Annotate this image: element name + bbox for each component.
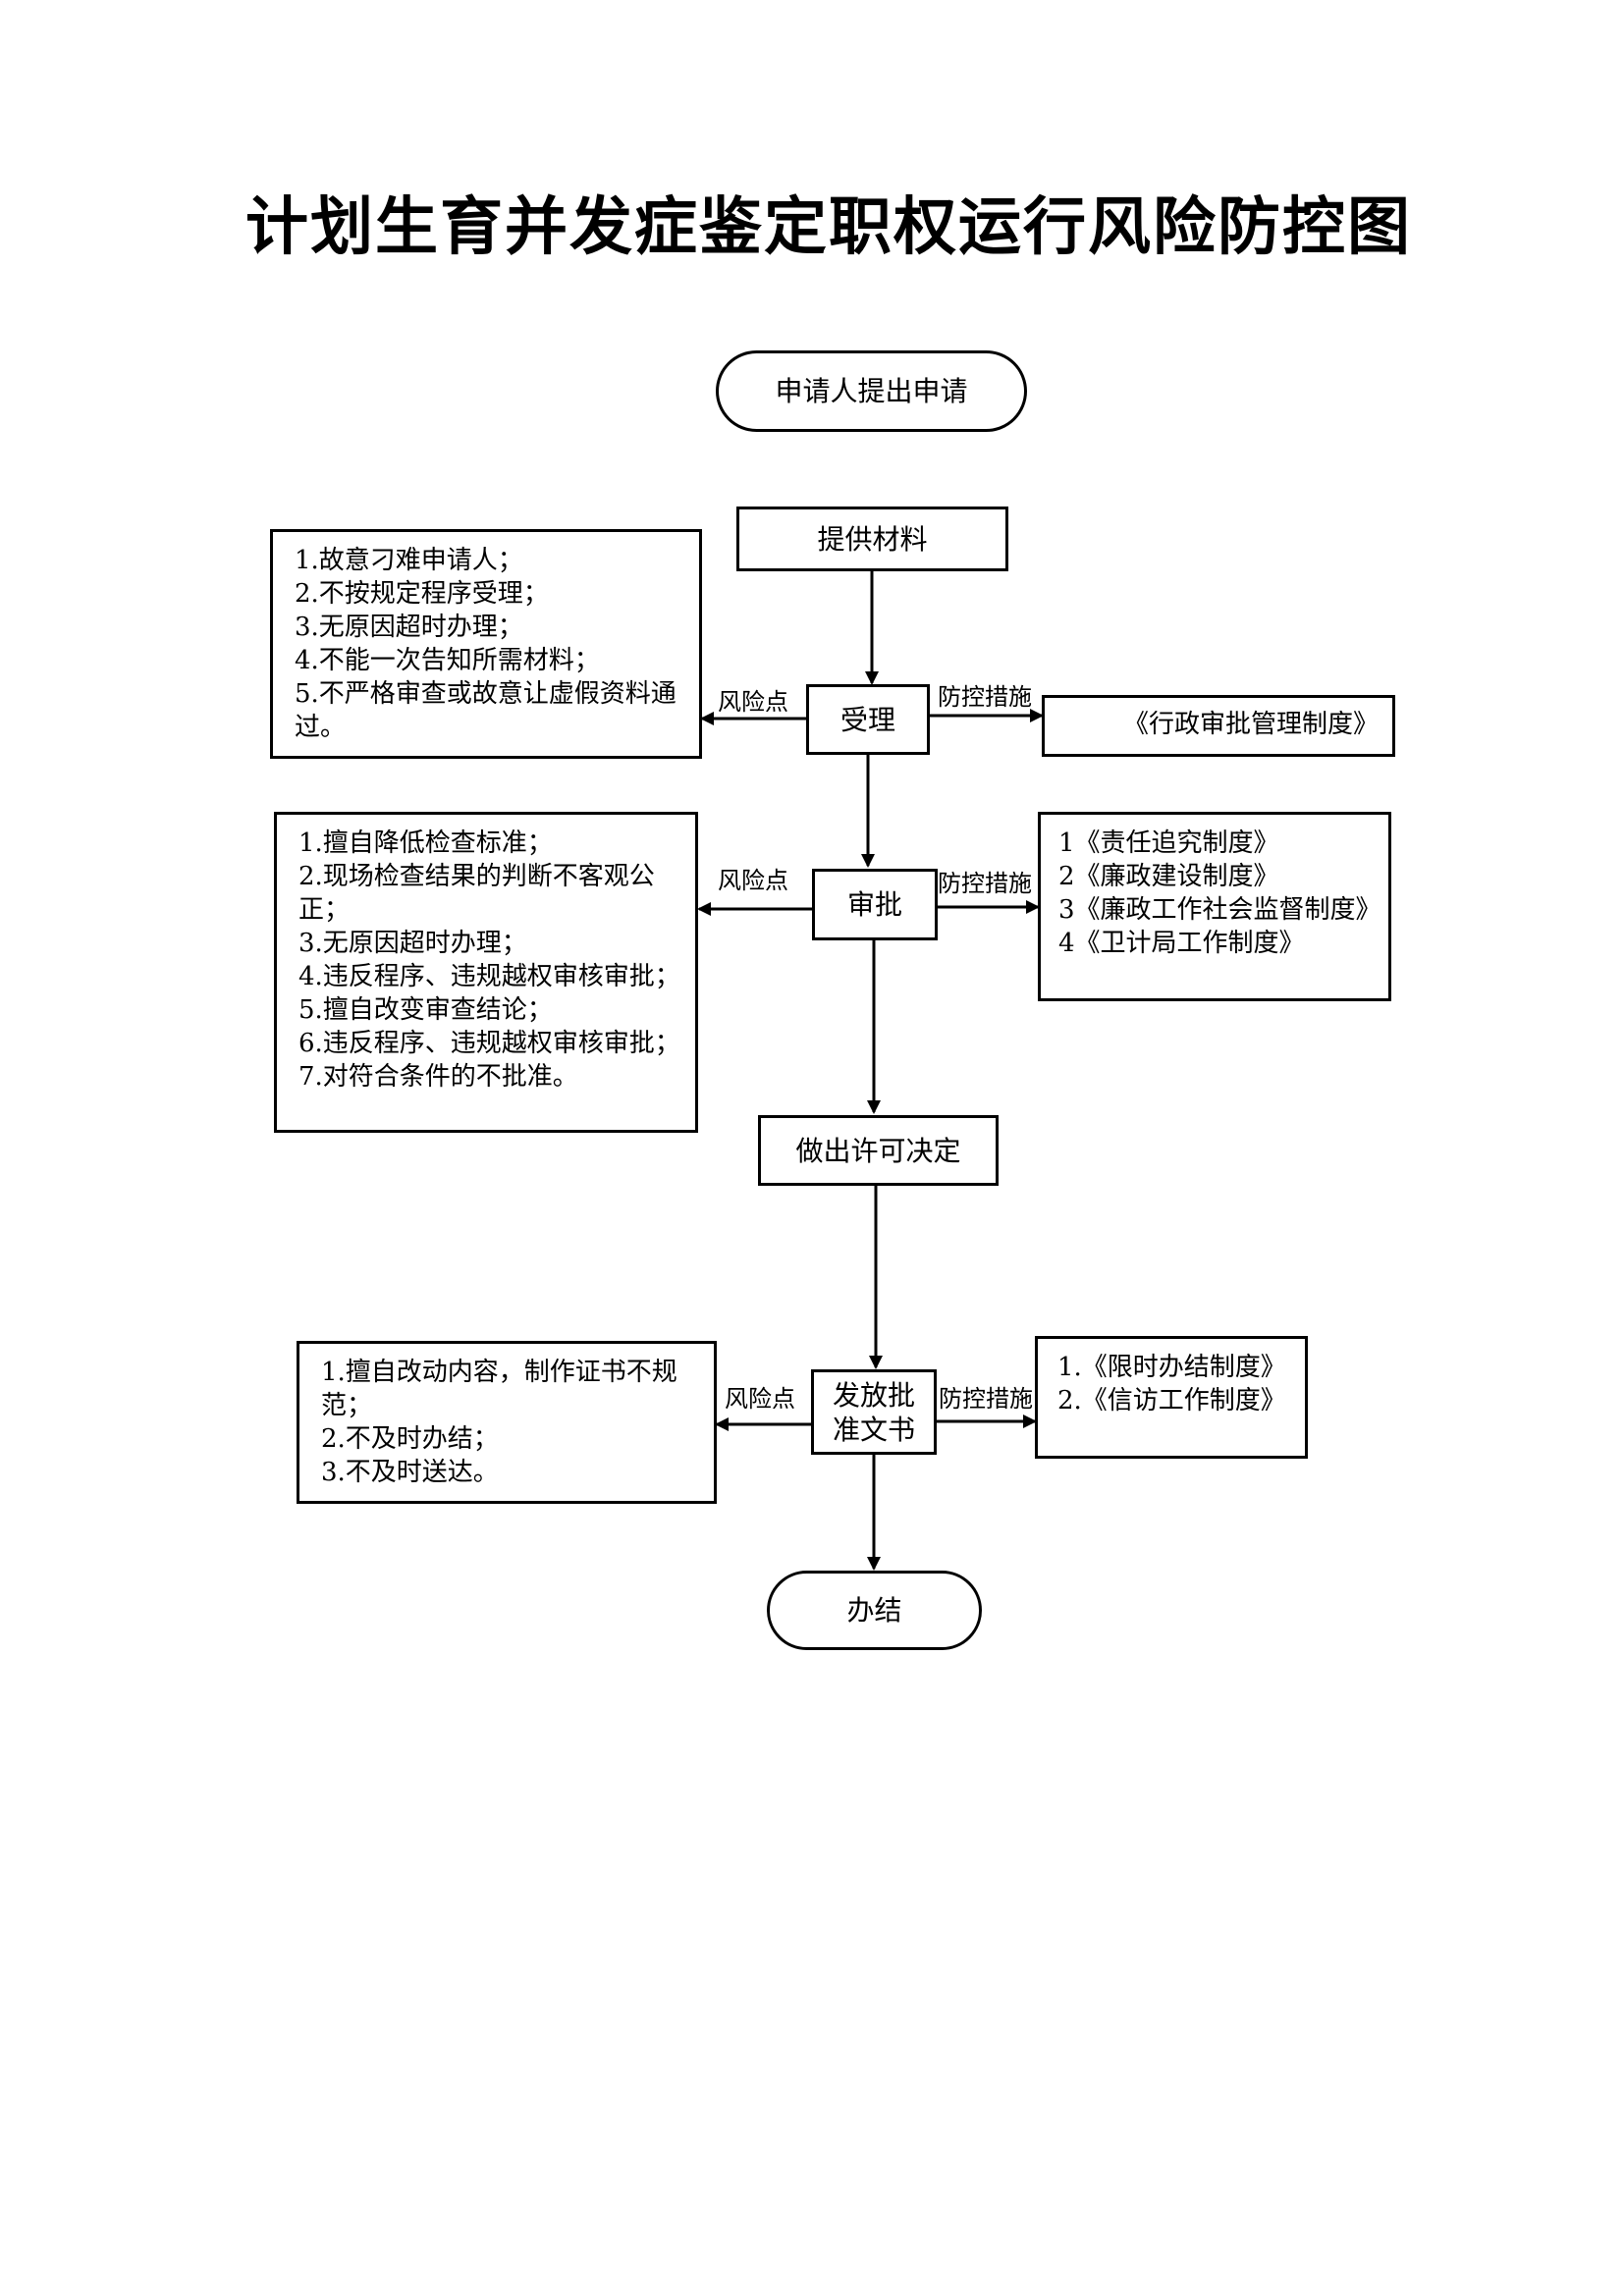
risk-item: 5.不严格审查或故意让虚假资料通过。 [295, 679, 677, 742]
node-issue-label-line1: 发放批 [832, 1378, 915, 1412]
node-decision-label: 做出许可决定 [795, 1134, 961, 1167]
risk-item: 4.违反程序、违规越权审核审批； [298, 962, 680, 991]
risk-item: 2.现场检查结果的判断不客观公正； [298, 862, 655, 925]
risk-item: 6.违反程序、违规越权审核审批； [298, 1029, 680, 1058]
risk-item: 3.无原因超时办理； [298, 929, 527, 958]
control-box-issue: 1.《限时办结制度》 2.《信访工作制度》 [1035, 1336, 1308, 1459]
node-accept: 受理 [806, 684, 930, 755]
page-title: 计划生育并发症鉴定职权运行风险防控图 [245, 191, 1412, 264]
control-item: 4《卫计局工作制度》 [1058, 929, 1305, 958]
control-item: 1《责任追究制度》 [1058, 828, 1279, 858]
node-start: 申请人提出申请 [716, 350, 1027, 432]
control-item: 《行政审批管理制度》 [1123, 710, 1380, 739]
node-decision: 做出许可决定 [758, 1115, 999, 1186]
risk-item: 1.擅自降低检查标准； [298, 828, 553, 858]
control-label-approve: 防控措施 [938, 870, 1032, 897]
risk-box-accept: 1.故意刁难申请人； 2.不按规定程序受理； 3.无原因超时办理； 4.不能一次… [270, 529, 702, 759]
control-box-approve: 1《责任追究制度》 2《廉政建设制度》 3《廉政工作社会监督制度》 4《卫计局工… [1038, 812, 1391, 1001]
node-accept-label: 受理 [839, 703, 895, 736]
control-box-accept: 《行政审批管理制度》 [1042, 695, 1395, 757]
risk-box-approve: 1.擅自降低检查标准； 2.现场检查结果的判断不客观公正； 3.无原因超时办理；… [274, 812, 698, 1133]
risk-item: 4.不能一次告知所需材料； [295, 646, 600, 675]
control-label-issue: 防控措施 [939, 1385, 1033, 1413]
control-item: 1.《限时办结制度》 [1057, 1353, 1286, 1382]
node-approve: 审批 [812, 869, 938, 940]
node-issue-label-line2: 准文书 [832, 1413, 915, 1446]
node-materials: 提供材料 [736, 507, 1008, 571]
node-issue: 发放批 准文书 [811, 1369, 937, 1455]
risk-label-accept: 风险点 [718, 688, 788, 716]
risk-item: 2.不按规定程序受理； [295, 579, 549, 609]
node-end-label: 办结 [846, 1594, 902, 1627]
risk-item: 5.擅自改变审查结论； [298, 995, 553, 1025]
control-label-accept: 防控措施 [938, 683, 1032, 711]
risk-item: 1.擅自改动内容，制作证书不规范； [321, 1358, 677, 1420]
risk-item: 3.无原因超时办理； [295, 613, 523, 642]
risk-label-issue: 风险点 [725, 1385, 795, 1413]
control-item: 3《廉政工作社会监督制度》 [1058, 895, 1381, 925]
control-item: 2.《信访工作制度》 [1057, 1386, 1286, 1415]
risk-item: 1.故意刁难申请人； [295, 546, 523, 575]
control-item: 2《廉政建设制度》 [1058, 862, 1279, 891]
node-end: 办结 [767, 1571, 982, 1650]
risk-item: 3.不及时送达。 [321, 1458, 499, 1487]
risk-item: 2.不及时办结； [321, 1424, 499, 1454]
risk-label-approve: 风险点 [718, 867, 788, 894]
node-materials-label: 提供材料 [817, 522, 928, 556]
node-start-label: 申请人提出申请 [775, 375, 968, 407]
node-approve-label: 审批 [846, 888, 902, 921]
risk-box-issue: 1.擅自改动内容，制作证书不规范； 2.不及时办结； 3.不及时送达。 [297, 1341, 717, 1504]
risk-item: 7.对符合条件的不批准。 [298, 1062, 578, 1092]
